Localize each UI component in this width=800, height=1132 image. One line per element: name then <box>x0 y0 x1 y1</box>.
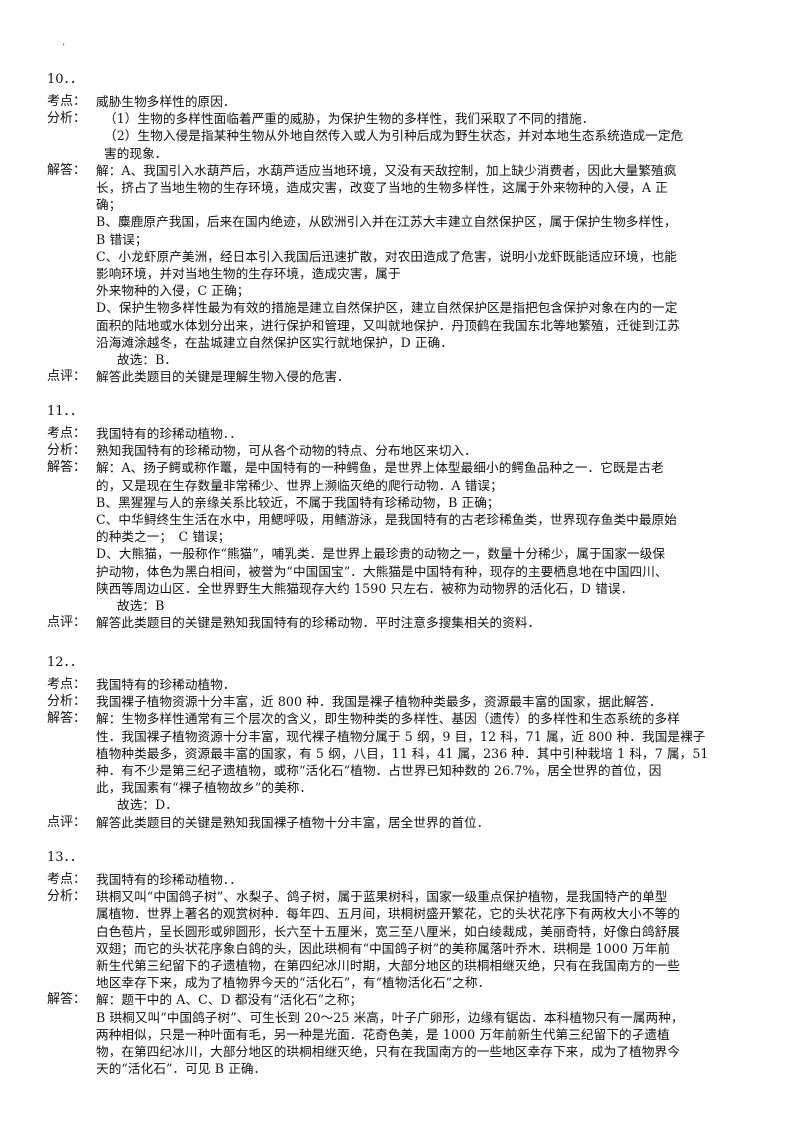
section-label: 解答： <box>47 992 87 1008</box>
section-label: 点评： <box>47 369 87 385</box>
text-line: （1）生物的多样性面临着严重的威胁，为保护生物的多样性，我们采取了不同的措施． <box>104 111 595 127</box>
text-line: 我国裸子植物资源十分丰富，近 800 种．我国是裸子植物种类最多，资源最丰富的国… <box>96 694 662 710</box>
text-line: 故选：D． <box>117 797 178 813</box>
text-line: 种．有不少是第三纪孑遗植物，或称“活化石”植物．占世界已知种数的 26.7%，居… <box>96 763 662 778</box>
question-number: 10．． <box>47 72 84 87</box>
text-line: 熟知我国特有的珍稀动物，可从各个动物的特点、分布地区来切入． <box>96 443 477 459</box>
text-line: 解：生物多样性通常有三个层次的含义，即生物种类的多样性、基因（遗传）的多样性和生… <box>96 711 680 727</box>
text-line: B、黑猩猩与人的亲缘关系比较近，不属于我国特有珍稀动物，B 正确； <box>96 494 500 510</box>
section-label: 考点： <box>47 872 87 887</box>
text-line: 解：A、我国引入水葫芦后，水葫芦适应当地环境，又没有天敌控制，加上缺少消费者，因… <box>96 162 677 178</box>
section-label: 解答： <box>47 711 87 727</box>
text-line: B 珙桐又叫“中国鸽子树”、可生长到 20～25 米高，叶子广卵形，边缘有锯齿．… <box>96 1009 684 1025</box>
section-label: 点评： <box>47 814 87 830</box>
text-line: 护动物，体色为黑白相间，被誉为“中国国宝”．大熊猫是中国特有种，现存的主要栖息地… <box>96 563 668 579</box>
text-line: 的，又是现在生存数量非常稀少、世界上濒临灭绝的爬行动物．A 错误； <box>96 477 503 493</box>
text-line: 外来物种的入侵，C 正确； <box>96 283 250 299</box>
text-line: B、麋鹿原产我国，后来在国内绝迹，从欧洲引入并在江苏大丰建立自然保护区，属于保护… <box>96 214 677 230</box>
question-number: 11．． <box>47 404 84 419</box>
section-label: 解答： <box>47 162 87 178</box>
text-line: 我国特有的珍稀动植物．． <box>96 872 243 887</box>
text-line: 解答此类题目的关键是熟知我国特有的珍稀动物．平时注意多搜集相关的资料． <box>96 615 541 631</box>
text-line: 陕西等周边山区．全世界野生大熊猫现存大约 1590 只左右．被称为动物界的活化石… <box>96 580 634 596</box>
section-label: 考点： <box>47 677 87 692</box>
section-label: 分析： <box>47 694 87 710</box>
section-label: 考点： <box>47 94 87 109</box>
section-label: 分析： <box>47 111 87 127</box>
text-line: 解：A、扬子鳄或称作鼍，是中国特有的一种鳄鱼，是世界上体型最细小的鳄鱼品种之一．… <box>96 460 664 476</box>
text-line: 新生代第三纪留下的孑遗植物，在第四纪冰川时期，大部分地区的珙桐相继灭绝，只有在我… <box>96 958 680 973</box>
text-line: 威胁生物多样性的原因． <box>96 94 236 109</box>
section-label: 分析： <box>47 443 87 459</box>
text-line: 影响环境，并对当地生物的生存环境，造成灾害，属于 <box>96 266 401 281</box>
text-line: 我国特有的珍稀动植物．． <box>96 426 243 441</box>
question-number: 12．． <box>47 655 84 670</box>
text-line: 解答此类题目的关键是理解生物入侵的危害． <box>96 369 350 385</box>
text-line: C、小龙虾原产美洲，经日本引入我国后迅速扩散，对农田造成了危害，说明小龙虾既能适… <box>96 248 677 264</box>
section-label: 考点： <box>47 426 87 441</box>
text-line: 沿海滩涂越冬，在盐城建立自然保护区实行就地保护，D 正确． <box>96 334 454 350</box>
text-line: B 错误； <box>96 231 148 247</box>
text-line: 物，在第四纪冰川，大部分地区的珙桐相继灭绝，只有在我国南方的一些地区幸存下来，成… <box>96 1044 680 1059</box>
section-label: 分析： <box>47 889 87 905</box>
text-line: 属植物．世界上著名的观赏树种．每年四、五月间，珙桐树盛开繁花，它的头状花序下有两… <box>96 906 680 922</box>
page-corner-mark: · <box>62 40 66 51</box>
text-line: 面积的陆地或水体划分出来，进行保护和管理，又叫就地保护．丹顶鹤在我国东北等地繁殖… <box>96 317 680 333</box>
text-line: 解：题干中的 A、C、D 都没有“活化石”之称； <box>96 992 363 1008</box>
section-label: 解答： <box>47 460 87 476</box>
text-line: 白色苞片，呈长圆形或卵圆形，长六至十五厘米，宽三至八厘米，如白绫裁成，美丽奇特，… <box>96 923 680 939</box>
text-line: 我国特有的珍稀动植物． <box>96 677 236 692</box>
text-line: C、中华鲟终生生活在水中，用鳃呼吸，用鳍游泳，是我国特有的古老珍稀鱼类，世界现存… <box>96 512 677 527</box>
question-number: 13．． <box>47 850 84 865</box>
text-line: 植物种类最多，资源最丰富的国家，有 5 纲，八目，11 科，41 属，236 种… <box>96 745 709 761</box>
text-line: 珙桐又叫“中国鸽子树”、水梨子、鸽子树，属于蓝果树科，国家一级重点保护植物，是我… <box>96 889 668 905</box>
text-line: 的种类之一； C 错误； <box>96 529 231 545</box>
text-line: 地区幸存下来，成为了植物界今天的“活化石”，有“植物活化石”之称． <box>96 975 491 991</box>
text-line: 长，挤占了当地生物的生存环境，造成灾害，改变了当地的生物多样性，这属于外来物种的… <box>96 180 668 195</box>
text-line: 故选：B． <box>117 352 178 367</box>
text-line: 两种相似，只是一种叶面有毛，另一种是光面．花奇色美，是 1000 万年前新生代第… <box>96 1026 670 1042</box>
text-line: 确； <box>96 197 122 213</box>
text-line: 故选：B <box>117 598 165 613</box>
text-line: D、保护生物多样性最为有效的措施是建立自然保护区，建立自然保护区是指把包含保护对… <box>96 300 678 316</box>
text-line: 解答此类题目的关键是熟知我国裸子植物十分丰富，居全世界的首位． <box>96 814 490 830</box>
text-line: 性．我国裸子植物资源十分丰富，现代裸子植物分属于 5 纲，9 目，12 科，71… <box>96 728 706 744</box>
text-line: 天的“活化石”．可见 B 正确． <box>96 1061 267 1077</box>
text-line: （2）生物入侵是指某种生物从外地自然传入或人为引种后成为野生状态，并对本地生态系… <box>104 128 684 144</box>
text-line: D、大熊猫，一般称作“熊猫”，哺乳类．是世界上最珍贵的动物之一，数量十分稀少，属… <box>96 546 666 562</box>
text-line: 害的现象． <box>104 145 168 161</box>
text-line: 双翅；而它的头状花序象白鸽的头，因此珙桐有“中国鸽子树”的美称属落叶乔木．珙桐是… <box>96 940 671 956</box>
text-line: 此，我国素有“裸子植物故乡”的美称． <box>96 780 313 796</box>
section-label: 点评： <box>47 615 87 631</box>
